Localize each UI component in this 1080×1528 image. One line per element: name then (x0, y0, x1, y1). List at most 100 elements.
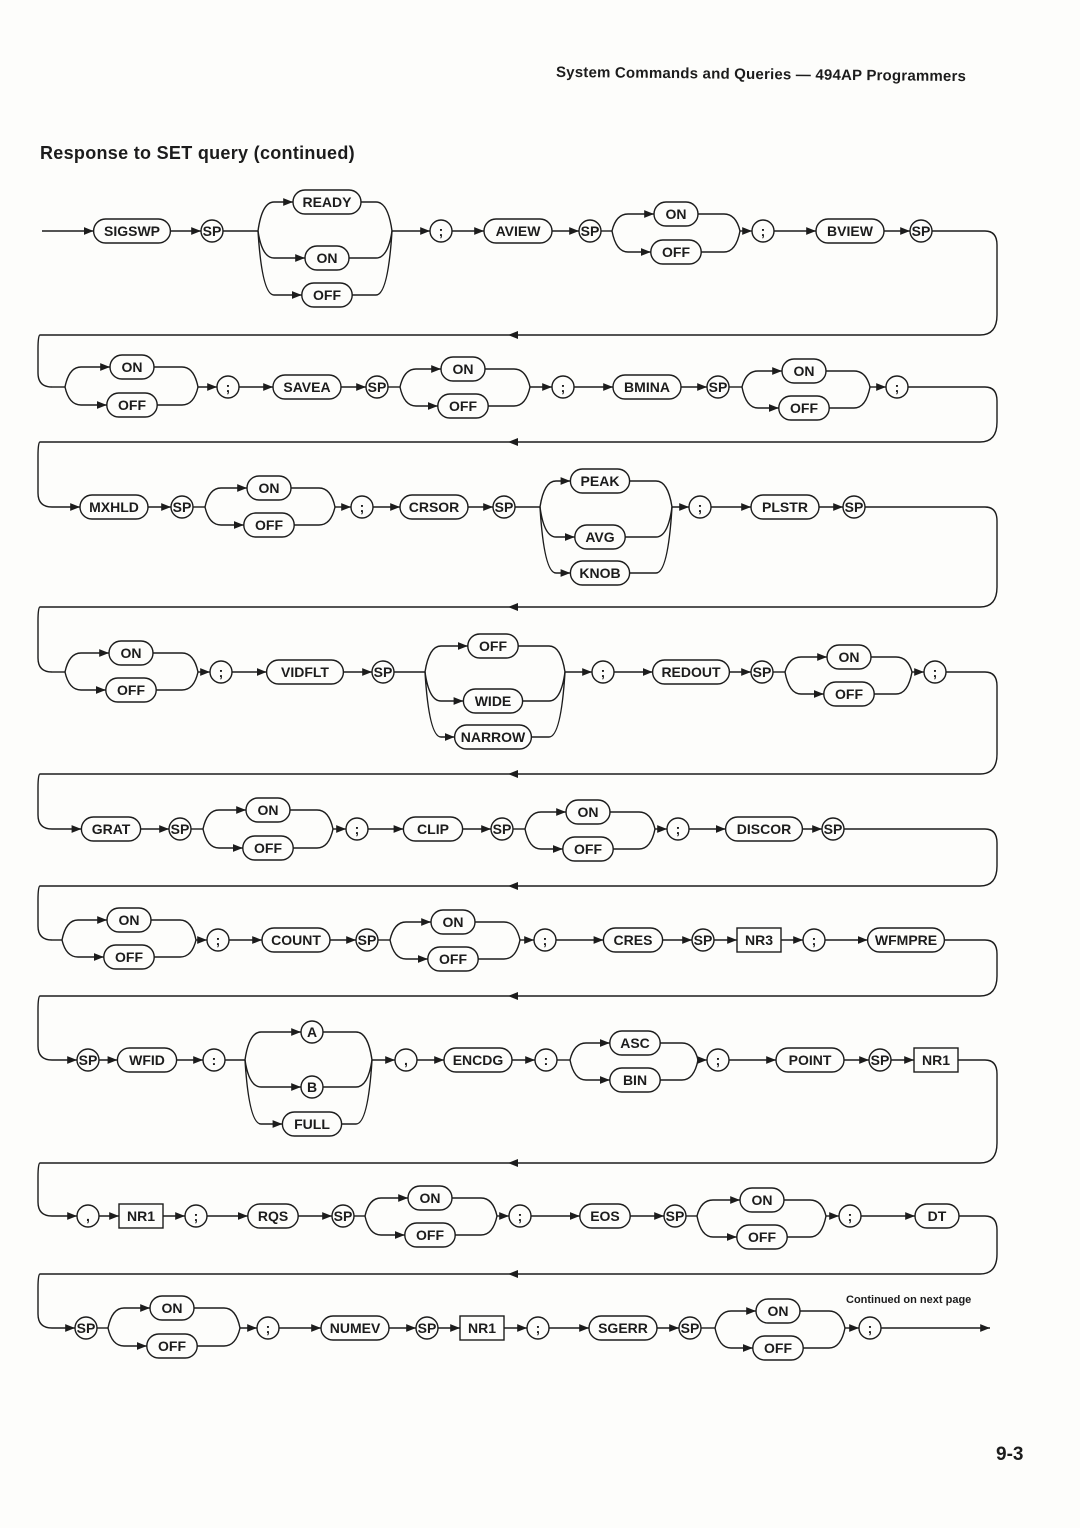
branch-line (452, 1197, 498, 1217)
token-label: NR1 (922, 1052, 950, 1068)
branch-line (290, 809, 334, 830)
token-label: ; (895, 379, 900, 395)
token-label: ON (420, 1190, 441, 1206)
token-label: SP (493, 821, 512, 837)
token-comma: , (76, 1204, 100, 1228)
token-label: OFF (449, 398, 477, 414)
branch-line (539, 477, 571, 508)
token-semicolon: ; (885, 375, 909, 399)
token-on: ON (430, 909, 476, 935)
token-label: SP (77, 1320, 96, 1336)
token-off: OFF (103, 944, 155, 970)
token-nr1: NR1 (913, 1047, 959, 1073)
token-sp: SP (842, 495, 866, 519)
branch-line (197, 1327, 241, 1347)
token-colon: : (202, 1048, 226, 1072)
branch-line (800, 1310, 846, 1329)
branch-line (696, 1196, 740, 1217)
token-semicolon: ; (184, 1204, 208, 1228)
token-bview: BVIEW (815, 218, 885, 244)
token-sp: SP (371, 660, 395, 684)
token-label: : (544, 1052, 549, 1068)
token-label: OFF (574, 841, 602, 857)
token-on: ON (826, 644, 872, 670)
row-end-line (944, 939, 998, 976)
token-label: SGERR (598, 1320, 648, 1336)
branch-line (153, 652, 199, 673)
token-label: ; (194, 1208, 199, 1224)
token-sp: SP (365, 375, 389, 399)
token-label: ; (812, 932, 817, 948)
branch-line (696, 1215, 737, 1241)
token-nr1: NR1 (118, 1203, 164, 1229)
token-semicolon: ; (706, 1048, 730, 1072)
token-label: , (404, 1052, 408, 1068)
token-sp: SP (821, 817, 845, 841)
token-label: WIDE (475, 693, 512, 709)
token-label: ; (536, 1320, 541, 1336)
token-label: ; (561, 379, 566, 395)
token-label: ON (453, 361, 474, 377)
row-end-line (844, 828, 998, 866)
token-peak: PEAK (569, 468, 631, 494)
branch-line (478, 939, 521, 960)
token-label: BVIEW (827, 223, 874, 239)
token-label: OFF (479, 638, 507, 654)
branch-line (323, 1059, 373, 1088)
token-label: ; (601, 664, 606, 680)
token-off: OFF (467, 633, 519, 659)
token-grat: GRAT (80, 816, 142, 842)
token-off: OFF (650, 239, 702, 265)
branch-line (629, 506, 673, 574)
branch-line (61, 916, 107, 941)
token-sp: SP (331, 1204, 355, 1228)
branch-line (784, 653, 827, 673)
branch-line (611, 210, 654, 232)
token-label: ASC (620, 1035, 650, 1051)
token-off: OFF (427, 946, 479, 972)
token-label: , (86, 1208, 90, 1224)
token-label: ; (868, 1320, 873, 1336)
branch-line (524, 808, 566, 830)
token-label: SP (681, 1320, 700, 1336)
token-label: ; (761, 223, 766, 239)
token-label: SP (203, 223, 222, 239)
branch-line (424, 671, 464, 705)
token-semicolon: ; (591, 660, 615, 684)
branch-line (64, 363, 110, 388)
branch-line (157, 386, 199, 406)
token-label: FULL (294, 1116, 330, 1132)
branch-line (399, 365, 441, 388)
token-sigswp: SIGSWP (92, 218, 172, 244)
token-label: ; (439, 223, 444, 239)
token-label: NUMEV (330, 1320, 381, 1336)
token-sp: SP (678, 1316, 702, 1340)
branch-line (803, 1327, 846, 1349)
branch-line (714, 1327, 753, 1352)
branch-line (569, 1039, 610, 1061)
branch-line (202, 806, 246, 830)
token-label: WFID (129, 1052, 165, 1068)
token-label: SP (171, 821, 190, 837)
branch-line (787, 1215, 827, 1238)
token-off: OFF (301, 282, 353, 308)
row-wrap-line (37, 1253, 998, 1329)
token-label: OFF (662, 244, 690, 260)
token-label: OFF (254, 840, 282, 856)
token-sp: SP (663, 1204, 687, 1228)
token-semicolon: ; (858, 1316, 882, 1340)
token-sp: SP (909, 219, 933, 243)
token-label: SP (709, 379, 728, 395)
branch-line (291, 487, 336, 508)
token-on: ON (304, 245, 350, 271)
token-off: OFF (146, 1333, 198, 1359)
token-label: ON (162, 1300, 183, 1316)
wrap-arrow-icon (508, 770, 518, 778)
token-plstr: PLSTR (750, 494, 820, 520)
token-sp: SP (355, 928, 379, 952)
branch-line (154, 939, 197, 958)
branch-line (352, 230, 393, 296)
branch-line (424, 642, 468, 673)
token-off: OFF (106, 392, 158, 418)
branch-line (61, 939, 104, 961)
